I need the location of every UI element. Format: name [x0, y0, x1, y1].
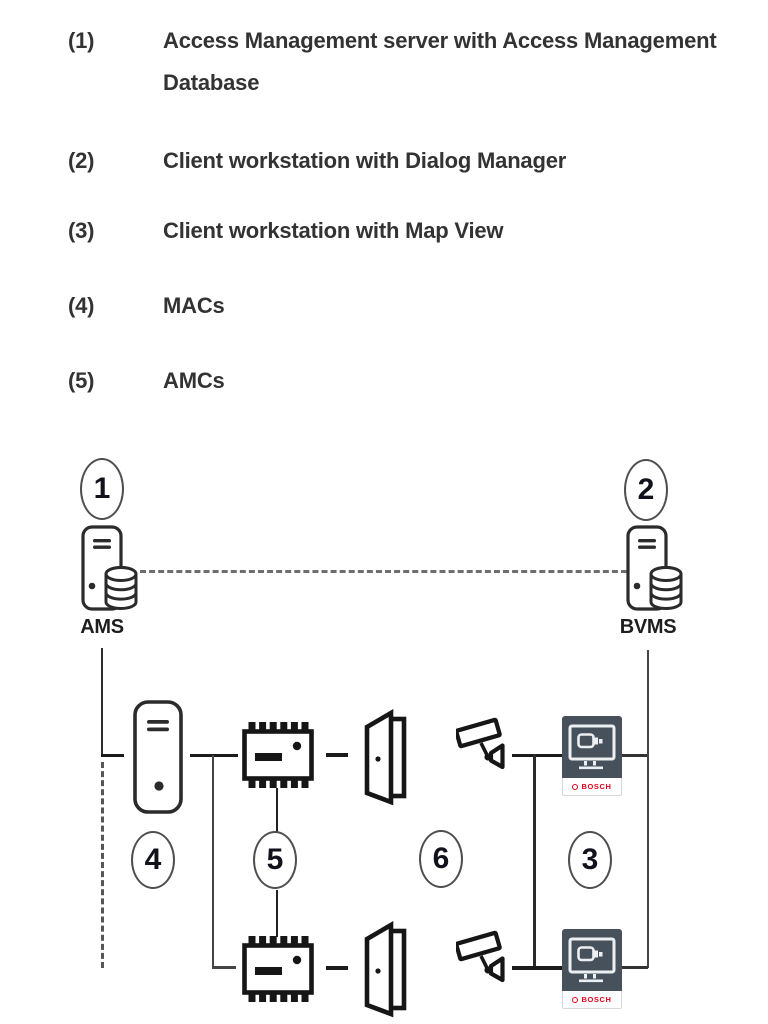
legend-item-4-label: MACs	[163, 293, 225, 318]
door-icon	[364, 708, 407, 806]
callout-amc2-line	[275, 890, 279, 937]
cctv-camera-icon	[456, 717, 505, 770]
mac-branch-elbow	[212, 966, 236, 969]
legend-item-1-number: (1)	[68, 28, 95, 53]
ams-bvms-dashed-link	[140, 570, 627, 573]
bvms-label: BVMS	[619, 616, 677, 638]
ams-elbow-line	[100, 753, 124, 757]
map-view-client-tile: BOSCH	[562, 716, 622, 796]
mac-server-icon	[133, 700, 183, 814]
ams-dashed-drop-line	[100, 762, 104, 968]
legend-item-5-number: (5)	[68, 368, 95, 393]
client1-bvms-line	[622, 753, 648, 757]
door-icon	[364, 920, 407, 1018]
legend-item-2-number: (2)	[68, 148, 95, 173]
ams-drop-line	[100, 648, 104, 755]
bosch-logo-icon	[572, 783, 579, 790]
amc1-callout-line	[275, 788, 279, 832]
bvms-drop-line	[646, 650, 650, 968]
legend-item-4-number: (4)	[68, 293, 95, 318]
ams-server-icon	[81, 525, 138, 611]
bvms-server-icon	[626, 525, 683, 611]
mac-branch-line	[212, 755, 215, 967]
amc-controller-icon	[242, 722, 314, 788]
callout-4: 4	[131, 831, 175, 889]
callout-5: 5	[253, 831, 297, 889]
camera1-client1-line	[512, 753, 562, 757]
bosch-logo: BOSCH	[562, 778, 622, 796]
camera-trunk-line	[533, 754, 536, 968]
database-icon	[649, 566, 683, 610]
client2-bvms-line	[622, 966, 648, 969]
callout-6: 6	[419, 830, 463, 888]
amc2-door2-line	[326, 966, 348, 970]
monitor-icon	[562, 929, 622, 991]
callout-3: 3	[568, 831, 612, 889]
legend-item-1-label: Access Management server with Access Man…	[163, 28, 717, 95]
legend-item-5-label: AMCs	[163, 368, 225, 393]
legend-item-2-label: Client workstation with Dialog Manager	[163, 148, 567, 173]
monitor-icon	[562, 716, 622, 778]
camera2-client2-line	[512, 966, 562, 970]
ams-label: AMS	[80, 616, 124, 638]
bosch-logo: BOSCH	[562, 991, 622, 1009]
cctv-camera-icon	[456, 930, 505, 983]
legend-item-3-number: (3)	[68, 218, 95, 243]
amc1-door1-line	[326, 753, 348, 757]
legend-item-3-label: Client workstation with Map View	[163, 218, 504, 243]
amc-controller-icon	[242, 936, 314, 1002]
callout-1: 1	[80, 458, 124, 520]
map-view-client-tile: BOSCH	[562, 929, 622, 1009]
callout-2: 2	[624, 459, 668, 521]
database-icon	[104, 566, 138, 610]
bosch-logo-icon	[572, 996, 579, 1003]
